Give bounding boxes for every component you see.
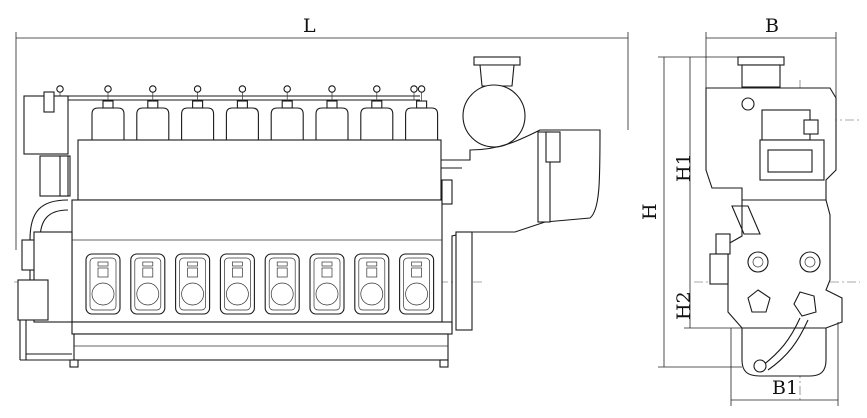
crankcase-door (354, 253, 390, 315)
pressure-gauge-icon (410, 85, 418, 93)
engine-end-view (694, 56, 860, 400)
pressure-gauge-icon (238, 85, 247, 93)
label-L: L (303, 15, 316, 37)
crankcase-door (399, 253, 435, 315)
dimension-L: L (15, 15, 629, 250)
cylinder-head (270, 85, 304, 141)
cylinder-head (315, 85, 349, 141)
cylinder-head (225, 85, 259, 141)
crankcase-door (264, 253, 300, 315)
pressure-gauge-icon (149, 85, 157, 93)
front-end-equipment (17, 91, 73, 361)
label-B: B (765, 15, 779, 37)
cylinder-head (360, 85, 394, 141)
pressure-gauge-icon (104, 85, 112, 93)
turbocharger-assembly (441, 56, 601, 331)
crankcase-door (85, 253, 121, 315)
label-H1: H1 (673, 153, 695, 182)
label-H: H (639, 203, 661, 220)
end-view-crankcase (727, 199, 843, 329)
dimension-H1: H1 (673, 57, 695, 282)
label-H2: H2 (673, 291, 695, 320)
dimension-H2: H2 (673, 282, 742, 329)
pressure-gauge-icon (373, 85, 381, 93)
pressure-gauge-icon (328, 85, 336, 93)
cylinder-head (91, 85, 125, 141)
cylinder-heads (56, 85, 439, 141)
engine-side-view (14, 56, 601, 368)
dimension-H: H (639, 56, 742, 368)
dimension-B1: B1 (730, 322, 839, 406)
oil-sump (73, 333, 449, 361)
crankcase-door (130, 253, 166, 315)
crankcase-door (219, 253, 255, 315)
cylinder-head (181, 85, 215, 141)
pressure-gauge-icon (193, 85, 202, 93)
crankcase-door (175, 253, 211, 315)
pressure-gauge-icon (417, 85, 426, 93)
cylinder-head (136, 85, 170, 141)
dimension-B: B (705, 15, 837, 98)
pressure-gauge-icon (283, 85, 291, 93)
label-B1: B1 (772, 377, 798, 399)
exhaust-outlet-flange (473, 56, 521, 66)
upper-block (77, 139, 442, 201)
turbo-housing (462, 84, 526, 148)
base-rail (71, 321, 453, 335)
crankcase-doors (85, 253, 435, 315)
crankcase-door (309, 253, 345, 315)
pressure-gauge-icon (56, 85, 64, 93)
cylinder-head (405, 85, 439, 141)
